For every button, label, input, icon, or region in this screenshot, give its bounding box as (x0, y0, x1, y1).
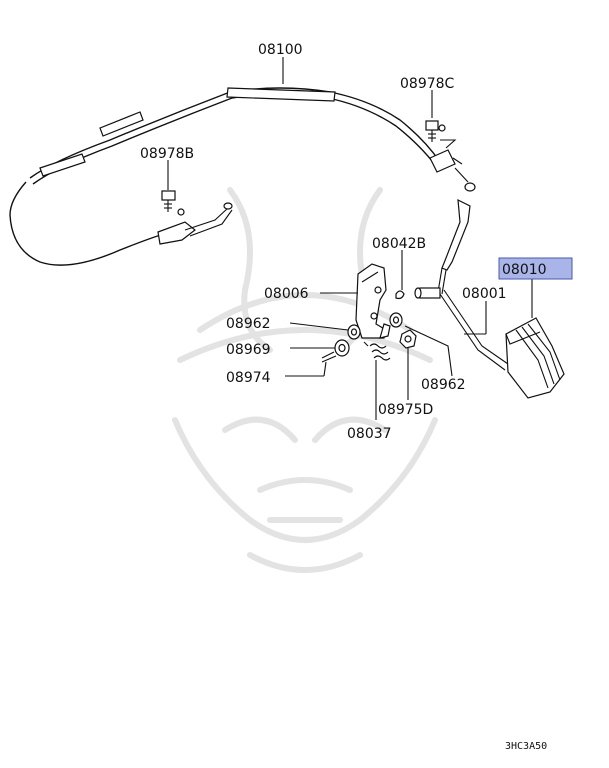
pedal-arm (414, 198, 509, 371)
watermark-logo (172, 187, 438, 573)
clip-08042b (395, 290, 405, 300)
label-08978c[interactable]: 08978C (400, 76, 455, 92)
leader-lines (167, 57, 533, 420)
nut-08975d (399, 329, 417, 349)
label-08975d[interactable]: 08975D (378, 402, 433, 418)
accelerator-cable (9, 87, 476, 266)
label-08962-right[interactable]: 08962 (421, 377, 466, 393)
label-08010[interactable]: 08010 (502, 262, 547, 278)
washer-08962-left (347, 324, 361, 340)
pedal-pad (505, 317, 565, 399)
bolt-08978c (425, 120, 446, 142)
label-08974[interactable]: 08974 (226, 370, 271, 386)
highlight-box-08010 (498, 257, 573, 280)
label-08969[interactable]: 08969 (226, 342, 271, 358)
label-08042b[interactable]: 08042B (372, 236, 426, 252)
label-08037[interactable]: 08037 (347, 426, 392, 442)
label-08962-left[interactable]: 08962 (226, 316, 271, 332)
pin-08974 (321, 351, 337, 363)
washer-08969 (334, 339, 350, 357)
bolt-08978b (161, 190, 185, 216)
label-08006[interactable]: 08006 (264, 286, 309, 302)
label-08001[interactable]: 08001 (462, 286, 507, 302)
spring-08037 (363, 341, 391, 361)
label-08978b[interactable]: 08978B (140, 146, 194, 162)
label-08100[interactable]: 08100 (258, 42, 303, 58)
pedal-bracket (355, 263, 391, 339)
diagram-code: 3HC3A50 (505, 741, 547, 752)
bushing-08962-right (389, 312, 403, 328)
